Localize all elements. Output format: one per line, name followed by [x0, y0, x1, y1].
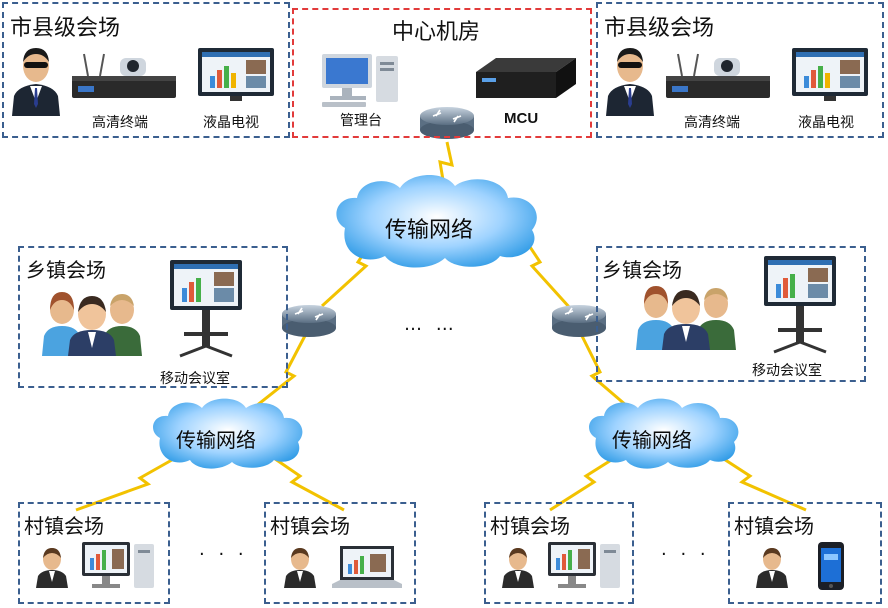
laptop-icon: [332, 546, 402, 588]
cloud-icon-main: [336, 174, 537, 268]
village-venue-4: [728, 502, 882, 604]
mobile-room-icon: [764, 256, 836, 354]
link-left-router-left-cloud: [245, 329, 310, 416]
village-venue-3-title: 村镇会场: [490, 514, 570, 538]
county-venue-right-title: 市县级会场: [604, 16, 715, 41]
person-icon: [284, 548, 316, 588]
hd-terminal-label: 高清终端: [684, 115, 740, 131]
county-venue-left: [2, 2, 290, 138]
right-network-label: 传输网络: [612, 428, 692, 452]
county-venue-right: [596, 2, 884, 138]
village-venue-1-title: 村镇会场: [24, 514, 104, 538]
central-machine-room-title: 中心机房: [392, 20, 481, 45]
group-icon: [42, 292, 142, 356]
computer-icon: [548, 542, 620, 588]
router-icon-center: [420, 107, 474, 139]
router-icon-left: [282, 305, 336, 337]
link-right-cloud-village4: [709, 448, 807, 512]
mcu-label: MCU: [504, 110, 539, 127]
main-network-label: 传输网络: [385, 218, 474, 243]
person-icon: [756, 548, 788, 588]
group-icon: [636, 286, 736, 350]
person-icon: [606, 48, 654, 116]
lcd-tv-icon: [792, 48, 868, 101]
mobile-room-label: 移动会议室: [160, 371, 230, 387]
mobile-room-label: 移动会议室: [752, 363, 822, 379]
console-label: 管理台: [340, 113, 382, 129]
person-icon: [36, 548, 68, 588]
mobile-room-icon: [170, 260, 242, 358]
router-icon-right: [552, 305, 606, 337]
ellipsis-bottom-right: · · ·: [661, 544, 710, 565]
computer-icon: [322, 54, 398, 107]
cloud-icon-right: [589, 398, 739, 469]
lcd-tv-label: 液晶电视: [798, 115, 854, 131]
link-right-cloud-village3: [549, 450, 625, 512]
phone-icon: [818, 542, 844, 590]
link-left-cloud-village2: [261, 448, 345, 512]
village-venue-3: [484, 502, 634, 604]
lcd-tv-label: 液晶电视: [203, 115, 259, 131]
village-venue-2: [264, 502, 416, 604]
mcu-icon: [476, 58, 576, 98]
hd-terminal-icon: [666, 53, 770, 98]
township-venue-right: [596, 246, 866, 382]
person-icon: [502, 548, 534, 588]
village-venue-4-title: 村镇会场: [734, 514, 814, 538]
cloud-icon-left: [153, 398, 303, 469]
lcd-tv-icon: [198, 48, 274, 101]
computer-icon: [82, 542, 154, 588]
ellipsis-center: … …: [404, 314, 458, 335]
left-network-label: 传输网络: [176, 428, 256, 452]
township-venue-left-title: 乡镇会场: [26, 258, 106, 282]
ellipsis-bottom-left: · · ·: [199, 544, 248, 565]
township-venue-left: [18, 246, 288, 388]
hd-terminal-label: 高清终端: [92, 115, 148, 131]
village-venue-1: [18, 502, 170, 604]
village-venue-2-title: 村镇会场: [270, 514, 350, 538]
link-left-cloud-village1: [75, 450, 187, 512]
person-icon: [12, 48, 60, 116]
county-venue-left-title: 市县级会场: [10, 16, 121, 41]
central-machine-room: [292, 8, 592, 138]
hd-terminal-icon: [72, 53, 176, 98]
township-venue-right-title: 乡镇会场: [602, 258, 682, 282]
